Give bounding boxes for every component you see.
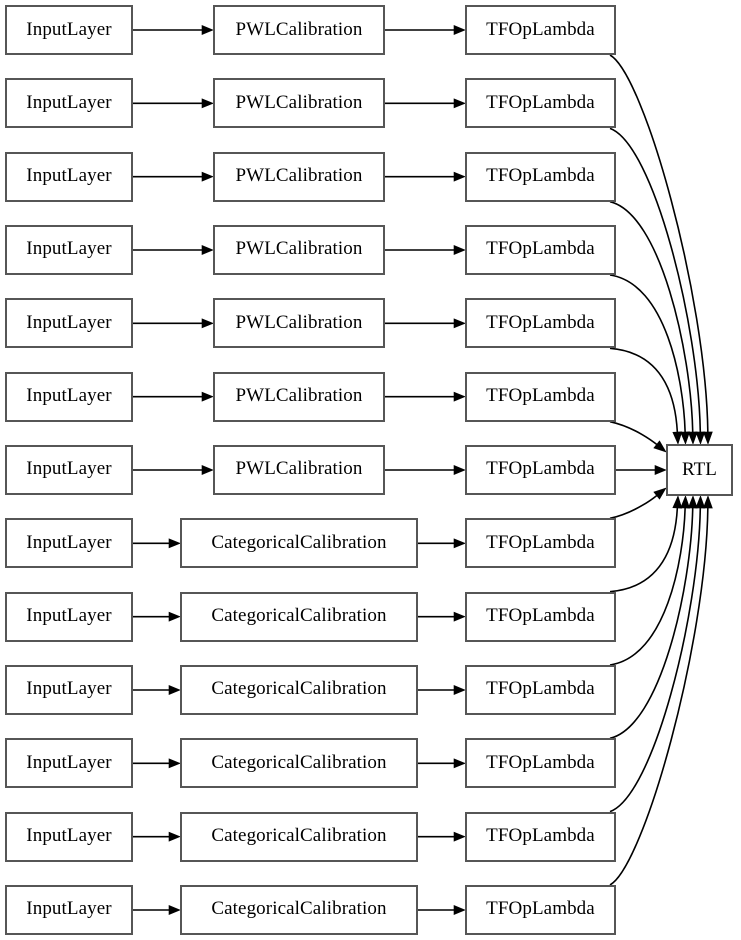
node-tfop-lambda-1-label: TFOpLambda xyxy=(486,91,595,113)
node-pwl-calibration-1[interactable]: PWLCalibration xyxy=(213,78,385,129)
node-categorical-calibration-10-label: CategoricalCalibration xyxy=(211,751,387,773)
node-input-layer-7-label: InputLayer xyxy=(26,531,112,553)
node-tfop-lambda-12-label: TFOpLambda xyxy=(486,898,595,920)
node-tfop-lambda-6-label: TFOpLambda xyxy=(486,458,595,480)
node-pwl-calibration-4[interactable]: PWLCalibration xyxy=(213,298,385,349)
node-pwl-calibration-2-label: PWLCalibration xyxy=(235,165,363,187)
node-tfop-lambda-7-label: TFOpLambda xyxy=(486,531,595,553)
node-categorical-calibration-10[interactable]: CategoricalCalibration xyxy=(180,738,418,789)
node-input-layer-5[interactable]: InputLayer xyxy=(5,371,133,422)
node-pwl-calibration-6-label: PWLCalibration xyxy=(235,458,363,480)
node-tfop-lambda-3[interactable]: TFOpLambda xyxy=(465,224,616,275)
node-tfop-lambda-2-label: TFOpLambda xyxy=(486,165,595,187)
node-input-layer-11[interactable]: InputLayer xyxy=(5,811,133,862)
node-tfop-lambda-0[interactable]: TFOpLambda xyxy=(465,5,616,55)
node-input-layer-10-label: InputLayer xyxy=(26,751,112,773)
node-tfop-lambda-11[interactable]: TFOpLambda xyxy=(465,811,616,862)
node-categorical-calibration-7[interactable]: CategoricalCalibration xyxy=(180,518,418,569)
node-pwl-calibration-3[interactable]: PWLCalibration xyxy=(213,224,385,275)
node-tfop-lambda-12[interactable]: TFOpLambda xyxy=(465,884,616,935)
node-input-layer-9[interactable]: InputLayer xyxy=(5,664,133,715)
node-input-layer-1-label: InputLayer xyxy=(26,91,112,113)
node-categorical-calibration-11[interactable]: CategoricalCalibration xyxy=(180,811,418,862)
node-categorical-calibration-12[interactable]: CategoricalCalibration xyxy=(180,884,418,935)
node-input-layer-8-label: InputLayer xyxy=(26,605,112,627)
node-pwl-calibration-5-label: PWLCalibration xyxy=(235,385,363,407)
node-pwl-calibration-2[interactable]: PWLCalibration xyxy=(213,151,385,202)
node-rtl-label: RTL xyxy=(681,458,718,480)
node-input-layer-2-label: InputLayer xyxy=(26,165,112,187)
node-tfop-lambda-5-label: TFOpLambda xyxy=(486,385,595,407)
node-tfop-lambda-2[interactable]: TFOpLambda xyxy=(465,151,616,202)
node-tfop-lambda-3-label: TFOpLambda xyxy=(486,238,595,260)
node-pwl-calibration-1-label: PWLCalibration xyxy=(235,91,363,113)
node-categorical-calibration-7-label: CategoricalCalibration xyxy=(211,531,387,553)
node-input-layer-11-label: InputLayer xyxy=(26,825,112,847)
node-input-layer-6-label: InputLayer xyxy=(26,458,112,480)
node-input-layer-10[interactable]: InputLayer xyxy=(5,738,133,789)
node-input-layer-12-label: InputLayer xyxy=(26,898,112,920)
node-tfop-lambda-10[interactable]: TFOpLambda xyxy=(465,738,616,789)
node-input-layer-0-label: InputLayer xyxy=(26,18,112,40)
node-tfop-lambda-5[interactable]: TFOpLambda xyxy=(465,371,616,422)
node-tfop-lambda-7[interactable]: TFOpLambda xyxy=(465,518,616,569)
node-tfop-lambda-6[interactable]: TFOpLambda xyxy=(465,444,616,495)
node-input-layer-2[interactable]: InputLayer xyxy=(5,151,133,202)
node-categorical-calibration-12-label: CategoricalCalibration xyxy=(211,898,387,920)
node-input-layer-7[interactable]: InputLayer xyxy=(5,518,133,569)
node-input-layer-5-label: InputLayer xyxy=(26,385,112,407)
node-categorical-calibration-8-label: CategoricalCalibration xyxy=(211,605,387,627)
node-input-layer-0[interactable]: InputLayer xyxy=(5,5,133,55)
node-tfop-lambda-11-label: TFOpLambda xyxy=(486,825,595,847)
node-input-layer-9-label: InputLayer xyxy=(26,678,112,700)
node-pwl-calibration-0-label: PWLCalibration xyxy=(235,18,363,40)
node-input-layer-12[interactable]: InputLayer xyxy=(5,884,133,935)
node-input-layer-4-label: InputLayer xyxy=(26,311,112,333)
node-tfop-lambda-8[interactable]: TFOpLambda xyxy=(465,591,616,642)
node-tfop-lambda-8-label: TFOpLambda xyxy=(486,605,595,627)
node-input-layer-1[interactable]: InputLayer xyxy=(5,78,133,129)
node-categorical-calibration-11-label: CategoricalCalibration xyxy=(211,825,387,847)
node-pwl-calibration-4-label: PWLCalibration xyxy=(235,311,363,333)
node-input-layer-8[interactable]: InputLayer xyxy=(5,591,133,642)
node-categorical-calibration-9[interactable]: CategoricalCalibration xyxy=(180,664,418,715)
node-pwl-calibration-0[interactable]: PWLCalibration xyxy=(213,5,385,55)
node-categorical-calibration-9-label: CategoricalCalibration xyxy=(211,678,387,700)
node-tfop-lambda-9[interactable]: TFOpLambda xyxy=(465,664,616,715)
node-input-layer-4[interactable]: InputLayer xyxy=(5,298,133,349)
node-tfop-lambda-4[interactable]: TFOpLambda xyxy=(465,298,616,349)
node-pwl-calibration-3-label: PWLCalibration xyxy=(235,238,363,260)
node-pwl-calibration-6[interactable]: PWLCalibration xyxy=(213,444,385,495)
node-input-layer-3[interactable]: InputLayer xyxy=(5,224,133,275)
node-pwl-calibration-5[interactable]: PWLCalibration xyxy=(213,371,385,422)
node-tfop-lambda-4-label: TFOpLambda xyxy=(486,311,595,333)
node-input-layer-3-label: InputLayer xyxy=(26,238,112,260)
node-tfop-lambda-0-label: TFOpLambda xyxy=(486,18,595,40)
node-rtl[interactable]: RTL xyxy=(666,444,733,496)
node-tfop-lambda-10-label: TFOpLambda xyxy=(486,751,595,773)
node-input-layer-6[interactable]: InputLayer xyxy=(5,444,133,495)
node-categorical-calibration-8[interactable]: CategoricalCalibration xyxy=(180,591,418,642)
node-tfop-lambda-1[interactable]: TFOpLambda xyxy=(465,78,616,129)
node-tfop-lambda-9-label: TFOpLambda xyxy=(486,678,595,700)
